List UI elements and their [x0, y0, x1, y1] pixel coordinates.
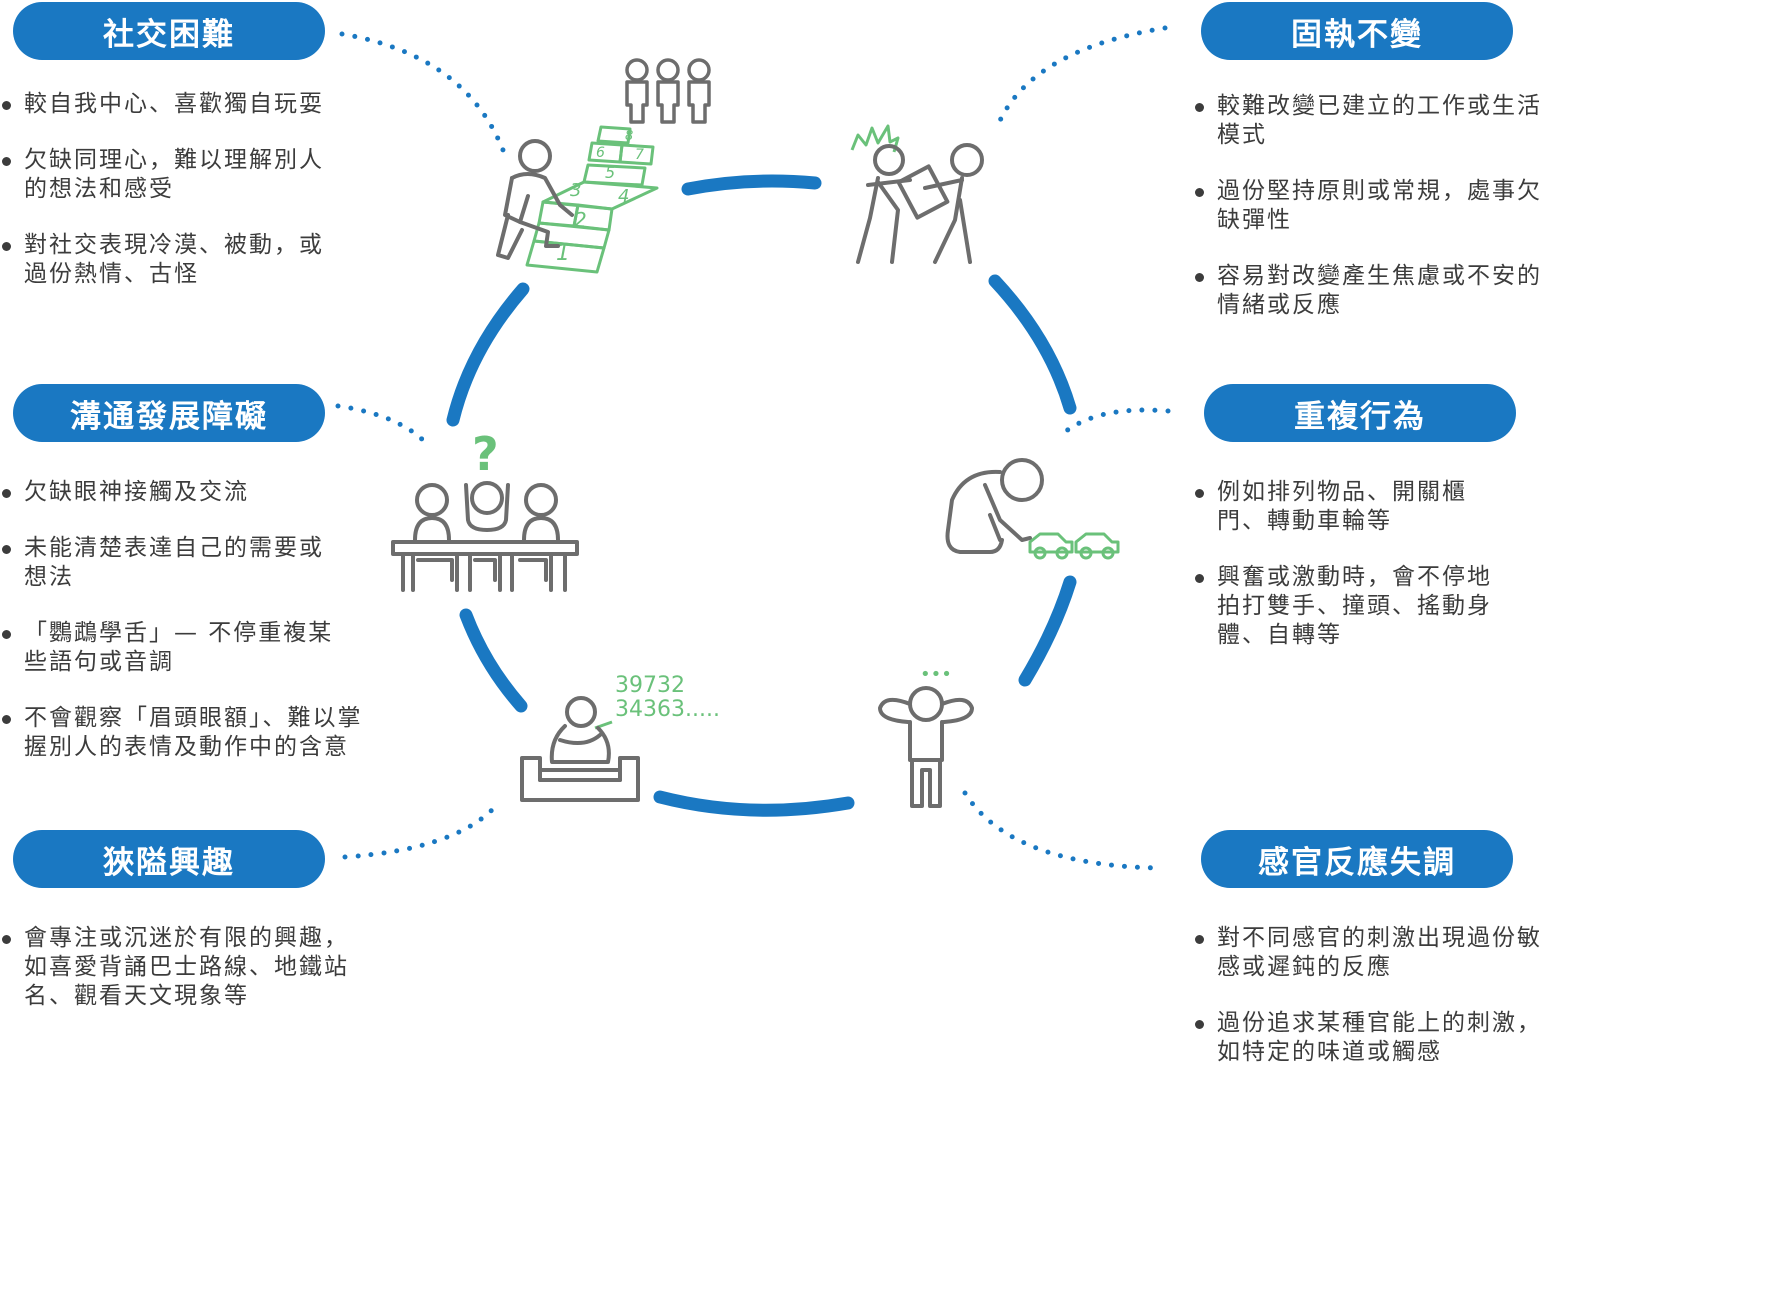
narrow-list: 會專注或沉迷於有限的興趣，如喜愛背誦巴士路線、地鐵站名、觀看天文現象等	[2, 924, 352, 1038]
connector-communication	[335, 403, 431, 448]
question-mark-icon: ?	[472, 427, 499, 481]
reciting-numbers-icon: 39732 34363.....	[520, 673, 720, 802]
dots-icon: •••	[920, 664, 952, 685]
connector-rigid	[995, 25, 1168, 128]
list-item: 對不同感官的刺激出現過份敏感或遲鈍的反應	[1195, 924, 1565, 982]
dotted-connectors	[335, 25, 1171, 871]
repetitive-list: 例如排列物品、開關櫃門、轉動車輪等 興奮或激動時，會不停地拍打雙手、撞頭、搖動身…	[1195, 478, 1515, 677]
connector-narrow	[342, 807, 495, 860]
communication-list: 欠缺眼神接觸及交流 未能清楚表達自己的需要或想法 「鸚鵡學舌」— 不停重複某些語…	[2, 478, 382, 789]
hopscotch-number: 8	[625, 129, 633, 144]
list-item: 欠缺眼神接觸及交流	[2, 478, 382, 507]
list-item: 過份堅持原則或常規，處事欠缺彈性	[1195, 177, 1555, 235]
ring-arc-top	[681, 174, 822, 196]
list-item: 較自我中心、喜歡獨自玩耍	[2, 90, 332, 119]
list-item: 對社交表現冷漠、被動，或過份熱情、古怪	[2, 231, 332, 289]
sensory-list: 對不同感官的刺激出現過份敏感或遲鈍的反應 過份追求某種官能上的刺激，如特定的味道…	[1195, 924, 1565, 1094]
ring-arc-upper-left	[446, 282, 530, 427]
ring-arc-bottom	[653, 790, 855, 817]
connector-repetitive	[1057, 407, 1171, 439]
list-item: 不會觀察「眉頭眼額」、難以掌握別人的表情及動作中的含意	[2, 704, 382, 762]
hopscotch-number: 5	[605, 163, 615, 182]
hopscotch-number: 2	[574, 208, 587, 232]
ring-arc-lower-right	[1018, 575, 1077, 687]
list-item: 欠缺同理心，難以理解別人的想法和感受	[2, 146, 332, 204]
list-item: 「鸚鵡學舌」— 不停重複某些語句或音調	[2, 619, 344, 677]
circle-ring	[446, 174, 1077, 817]
numbers-text: 34363.....	[615, 697, 720, 722]
list-item: 例如排列物品、開關櫃門、轉動車輪等	[1195, 478, 1515, 536]
conflict-icon	[850, 124, 984, 264]
hopscotch-number: 6	[596, 145, 605, 161]
section-title-narrow: 狹隘興趣	[13, 830, 325, 888]
playing-cars-icon	[945, 458, 1120, 560]
section-title-repetitive: 重複行為	[1204, 384, 1516, 442]
hopscotch-number: 4	[618, 186, 629, 207]
list-item: 過份追求某種官能上的刺激，如特定的味道或觸感	[1195, 1009, 1565, 1067]
section-title-rigid: 固執不變	[1201, 2, 1513, 60]
section-title-social: 社交困難	[13, 2, 325, 60]
covering-ears-icon: •••	[878, 664, 974, 808]
list-item: 未能清楚表達自己的需要或想法	[2, 534, 344, 592]
ring-arc-upper-right	[988, 274, 1077, 415]
anger-burst-icon	[850, 124, 900, 153]
hopscotch-number: 7	[635, 147, 644, 163]
ring-arc-lower-left	[459, 608, 528, 713]
section-title-sensory: 感官反應失調	[1201, 830, 1513, 888]
list-item: 較難改變已建立的工作或生活模式	[1195, 92, 1555, 150]
list-item: 興奮或激動時，會不停地拍打雙手、撞頭、搖動身體、自轉等	[1195, 563, 1515, 650]
hopscotch-number: 3	[570, 180, 581, 201]
list-item: 會專注或沉迷於有限的興趣，如喜愛背誦巴士路線、地鐵站名、觀看天文現象等	[2, 924, 352, 1011]
classroom-icon: ?	[391, 427, 579, 592]
numbers-text: 39732	[615, 673, 685, 698]
social-list: 較自我中心、喜歡獨自玩耍 欠缺同理心，難以理解別人的想法和感受 對社交表現冷漠、…	[2, 90, 332, 316]
section-title-communication: 溝通發展障礙	[13, 384, 325, 442]
hopscotch-icon: 1 2 3 4 5 6 7 8	[496, 58, 711, 274]
list-item: 容易對改變產生焦慮或不安的情緒或反應	[1195, 262, 1555, 320]
toy-car-icon	[1028, 532, 1120, 560]
rigid-list: 較難改變已建立的工作或生活模式 過份堅持原則或常規，處事欠缺彈性 容易對改變產生…	[1195, 92, 1555, 347]
connector-sensory	[962, 790, 1161, 871]
connector-social	[339, 31, 506, 153]
